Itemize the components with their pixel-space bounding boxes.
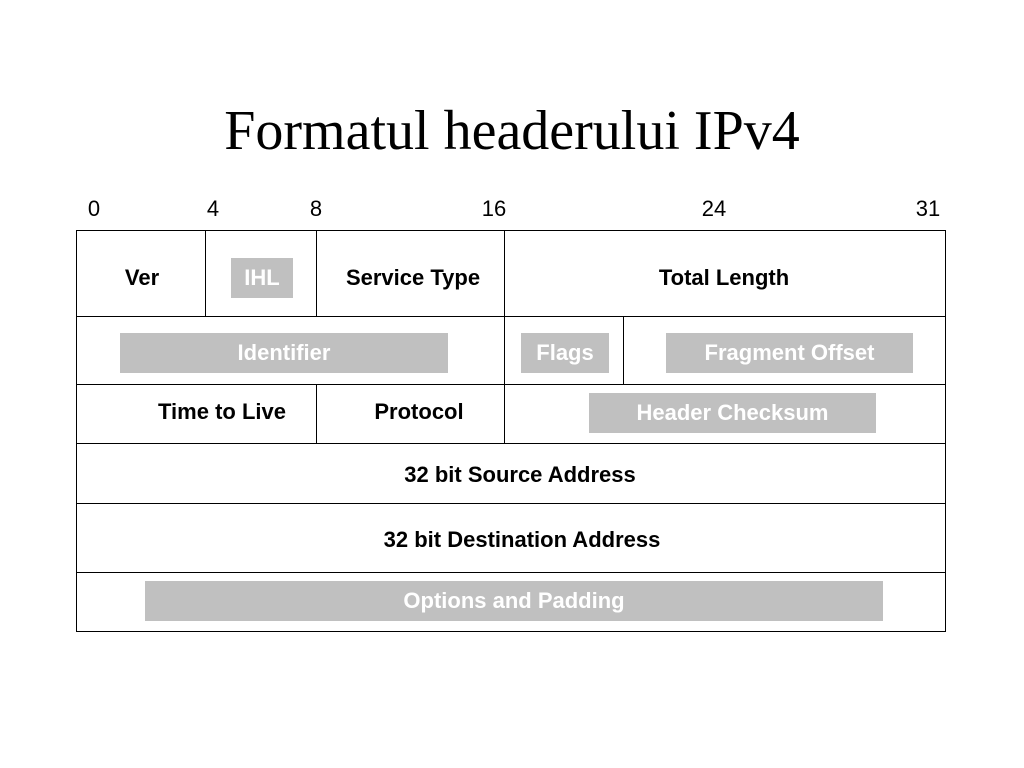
- row-divider: [77, 503, 945, 504]
- field-identifier: Identifier: [120, 333, 448, 373]
- field-flags: Flags: [521, 333, 609, 373]
- bit-label-4: 4: [206, 196, 220, 221]
- column-divider: [316, 231, 317, 316]
- row-divider: [77, 572, 945, 573]
- field-protocol: Protocol: [374, 399, 464, 424]
- field-ihl: IHL: [231, 258, 293, 298]
- field-fragment-offset: Fragment Offset: [666, 333, 913, 373]
- field-source-address: 32 bit Source Address: [404, 462, 636, 487]
- row-divider: [77, 316, 945, 317]
- column-divider: [504, 316, 505, 384]
- column-divider: [504, 231, 505, 316]
- column-divider: [205, 231, 206, 316]
- ipv4-header-table: Ver IHL Service Type Total Length Identi…: [76, 230, 946, 632]
- page-title: Formatul headerului IPv4: [224, 100, 800, 162]
- bit-label-31: 31: [915, 196, 941, 221]
- column-divider: [504, 384, 505, 443]
- field-header-checksum: Header Checksum: [589, 393, 876, 433]
- bit-label-0: 0: [87, 196, 101, 221]
- field-time-to-live: Time to Live: [158, 399, 286, 424]
- bit-label-16: 16: [481, 196, 507, 221]
- field-options-padding: Options and Padding: [145, 581, 883, 621]
- field-destination-address: 32 bit Destination Address: [383, 527, 661, 552]
- row-divider: [77, 384, 945, 385]
- bit-label-24: 24: [701, 196, 727, 221]
- bit-label-8: 8: [309, 196, 323, 221]
- column-divider: [316, 384, 317, 443]
- field-ver: Ver: [124, 265, 160, 290]
- field-total-length: Total Length: [658, 265, 790, 290]
- column-divider: [623, 316, 624, 384]
- field-service-type: Service Type: [345, 265, 481, 290]
- row-divider: [77, 443, 945, 444]
